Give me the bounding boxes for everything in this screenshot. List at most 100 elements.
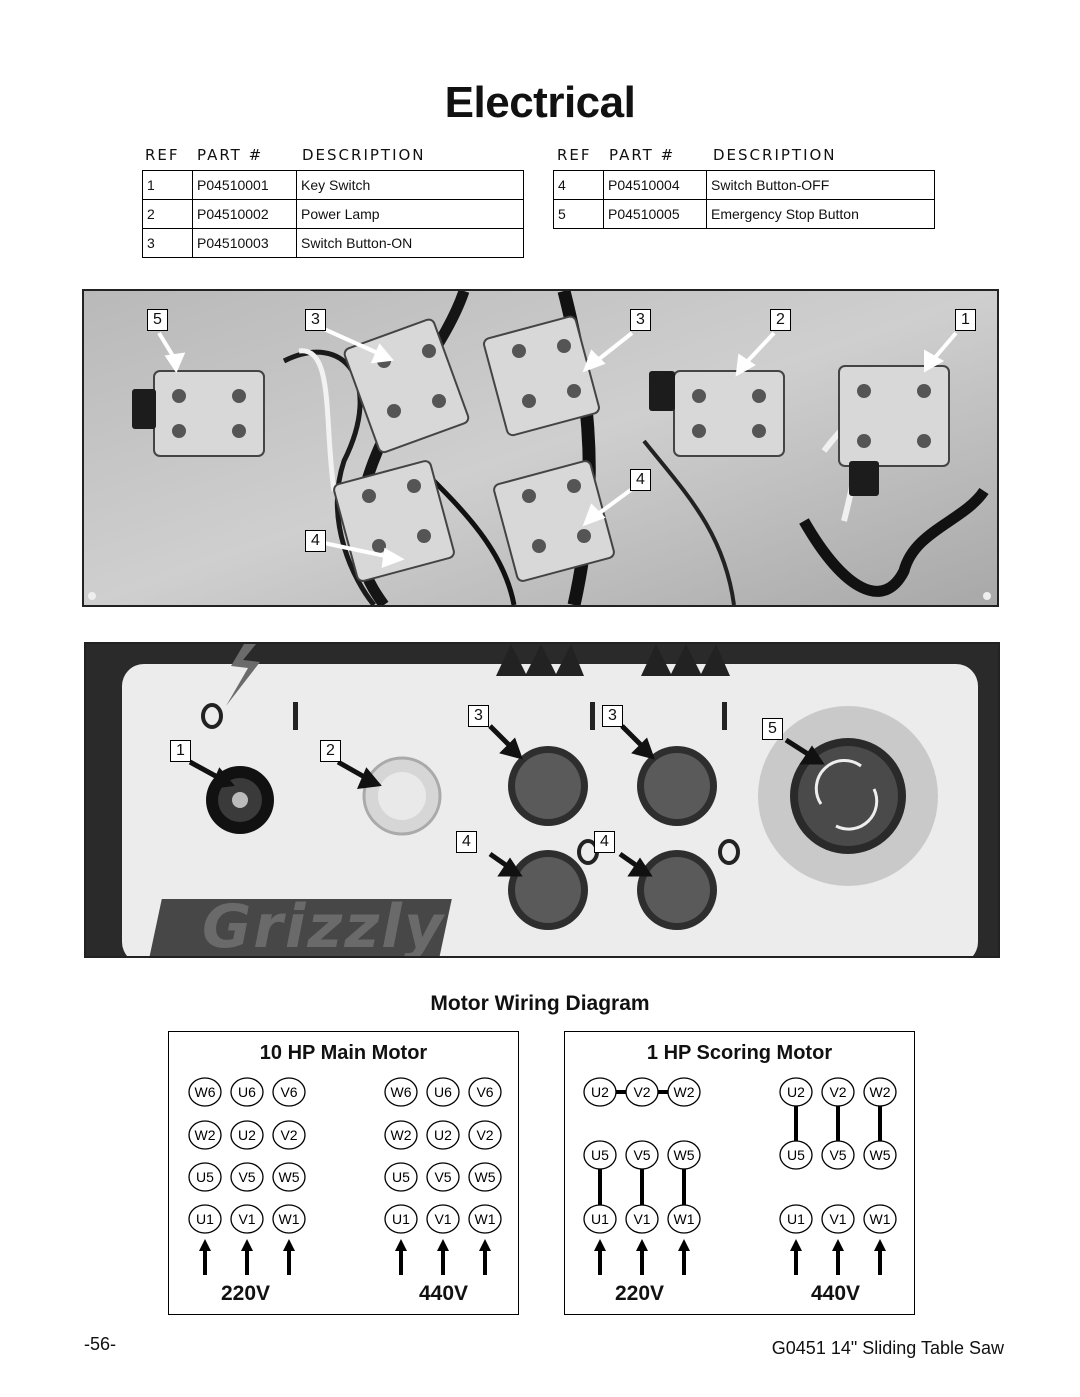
callout-2: 2: [770, 309, 791, 331]
supply-arrow: [790, 1239, 802, 1275]
main-motor-title: 10 HP Main Motor: [259, 1042, 428, 1064]
terminal: V6: [272, 1077, 306, 1107]
page-number: -56-: [84, 1334, 117, 1354]
terminal-label: U5: [196, 1169, 214, 1185]
part-cell: P04510002: [192, 199, 297, 229]
terminal: U5: [384, 1162, 418, 1192]
description-cell: Emergency Stop Button: [706, 199, 935, 229]
supply-arrow: [241, 1239, 253, 1275]
terminal-label: W2: [674, 1084, 695, 1100]
terminal-label: V6: [280, 1084, 297, 1100]
saw-blade-icon: [641, 644, 730, 676]
terminal: V5: [426, 1162, 460, 1192]
header-part-left: PART #: [197, 146, 264, 164]
terminal: U6: [230, 1077, 264, 1107]
terminal-label: U2: [787, 1084, 805, 1100]
terminal: W6: [188, 1077, 222, 1107]
terminal-label: U1: [196, 1211, 214, 1227]
terminal-label: V5: [633, 1147, 650, 1163]
callout-5: 5: [147, 309, 168, 331]
terminal-label: V5: [434, 1169, 451, 1185]
terminal-label: W6: [391, 1084, 412, 1100]
terminal: U2: [583, 1077, 617, 1107]
lightning-icon: [226, 644, 260, 706]
callout-2: 2: [320, 740, 341, 762]
terminal: W1: [667, 1204, 701, 1234]
terminal-label: V6: [476, 1084, 493, 1100]
terminal-label: V1: [434, 1211, 451, 1227]
terminal: V1: [821, 1204, 855, 1234]
terminal-label: V1: [829, 1211, 846, 1227]
terminal: V1: [426, 1204, 460, 1234]
parts-table-right: 4 P04510004 Switch Button-OFF 5 P0451000…: [553, 170, 935, 229]
part-cell: P04510005: [603, 199, 707, 229]
callout-3: 3: [602, 705, 623, 727]
terminal: V5: [625, 1140, 659, 1170]
terminal: V2: [821, 1077, 855, 1107]
page-title: Electrical: [444, 78, 636, 127]
grizzly-logo: Grizzly: [202, 892, 445, 958]
terminal: U1: [188, 1204, 222, 1234]
description-cell: Switch Button-OFF: [706, 170, 935, 200]
terminal-label: W2: [195, 1127, 216, 1143]
terminal: V6: [468, 1077, 502, 1107]
terminal-label: V1: [633, 1211, 650, 1227]
callout-1: 1: [170, 740, 191, 762]
terminal-label: V2: [829, 1084, 846, 1100]
terminal: W5: [863, 1140, 897, 1170]
terminal-label: U2: [591, 1084, 609, 1100]
scoring-motor-title: 1 HP Scoring Motor: [646, 1042, 833, 1064]
terminal-label: U5: [591, 1147, 609, 1163]
terminal: W5: [272, 1162, 306, 1192]
terminal: U2: [230, 1120, 264, 1150]
terminal: U5: [583, 1140, 617, 1170]
supply-arrow: [874, 1239, 886, 1275]
callout-3: 3: [630, 309, 651, 331]
terminal-label: W6: [195, 1084, 216, 1100]
switch-wiring-photo: 5 3 3 2 1 4 4: [82, 289, 999, 607]
description-cell: Power Lamp: [296, 199, 524, 229]
terminal-label: W1: [279, 1211, 300, 1227]
callout-3: 3: [468, 705, 489, 727]
callout-5: 5: [762, 718, 783, 740]
supply-arrow: [283, 1239, 295, 1275]
terminal: V2: [468, 1120, 502, 1150]
table-row: 4 P04510004 Switch Button-OFF: [553, 170, 935, 200]
terminal: W5: [667, 1140, 701, 1170]
terminal: U1: [384, 1204, 418, 1234]
control-panel-photo: Grizzly 1 2 3 3 5 4 4: [84, 642, 1000, 958]
supply-arrow: [594, 1239, 606, 1275]
footer-title: G0451 14" Sliding Table Saw: [771, 1338, 1004, 1358]
description-cell: Switch Button-ON: [296, 228, 524, 258]
supply-arrow: [395, 1239, 407, 1275]
ref-cell: 2: [142, 199, 193, 229]
supply-arrow: [678, 1239, 690, 1275]
voltage-label: 440V: [419, 1282, 469, 1305]
terminal-label: U1: [591, 1211, 609, 1227]
terminal: V2: [625, 1077, 659, 1107]
callout-4: 4: [630, 469, 651, 491]
description-cell: Key Switch: [296, 170, 524, 200]
terminal-label: W1: [870, 1211, 891, 1227]
table-row: 2 P04510002 Power Lamp: [142, 199, 524, 229]
terminal-label: V1: [238, 1211, 255, 1227]
terminal-label: W5: [475, 1169, 496, 1185]
terminal: W1: [863, 1204, 897, 1234]
supply-arrow: [199, 1239, 211, 1275]
voltage-label: 220V: [221, 1282, 271, 1305]
ref-cell: 1: [142, 170, 193, 200]
terminal-label: W5: [279, 1169, 300, 1185]
supply-arrow: [437, 1239, 449, 1275]
terminal-label: V2: [280, 1127, 297, 1143]
terminal: W2: [667, 1077, 701, 1107]
terminal: V5: [821, 1140, 855, 1170]
terminal-label: U1: [392, 1211, 410, 1227]
terminal: U1: [583, 1204, 617, 1234]
callout-4: 4: [305, 530, 326, 552]
terminal-label: W1: [674, 1211, 695, 1227]
terminal: V5: [230, 1162, 264, 1192]
supply-arrow: [479, 1239, 491, 1275]
